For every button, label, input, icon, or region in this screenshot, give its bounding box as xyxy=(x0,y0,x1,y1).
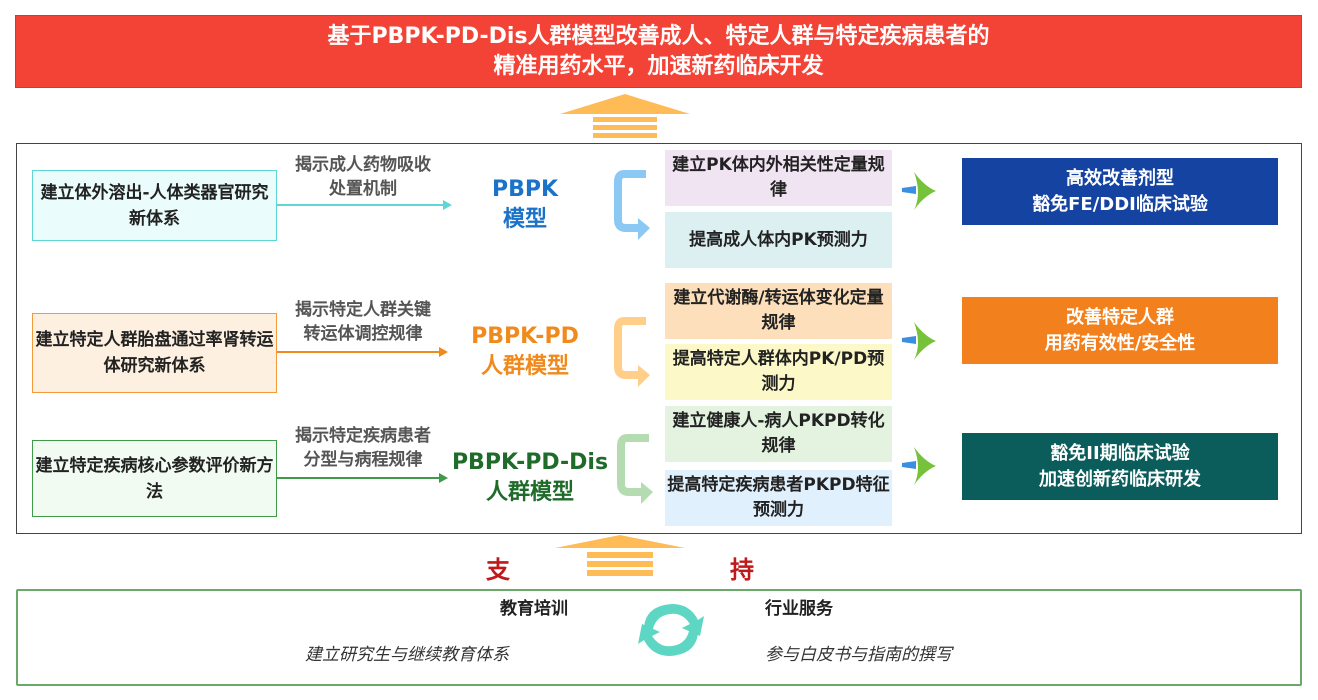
education-title: 教育培训 xyxy=(500,599,568,619)
step-box: 提高特定人群体内PK/PD预测力 xyxy=(665,344,892,400)
outcome-line: 用药有效性/安全性 xyxy=(1044,332,1196,354)
model-line: 人群模型 xyxy=(480,354,569,379)
model-line: PBPK-PD-Dis xyxy=(451,450,609,475)
input-box-special-population: 建立特定人群胎盘通过率肾转运体研究新体系 xyxy=(32,313,277,393)
step-box: 提高成人体内PK预测力 xyxy=(665,212,892,268)
input-text: 建立特定人群胎盘通过率肾转运体研究新体系 xyxy=(35,330,274,376)
banner-line-2: 精准用药水平，加速新药临床开发 xyxy=(493,54,824,79)
step-box: 建立健康人-病人PKPD转化规律 xyxy=(665,406,892,462)
support-label-right: 持 xyxy=(730,556,754,584)
step-text: 提高成人体内PK预测力 xyxy=(689,229,868,250)
goal-banner: 基于PBPK-PD-Dis人群模型改善成人、特定人群与特定疾病患者的 精准用药水… xyxy=(15,15,1302,88)
mechanism-line: 揭示特定疾病患者 xyxy=(295,426,431,446)
framework-box xyxy=(16,143,1302,534)
arrow-right-icon xyxy=(277,200,452,210)
model-line: 模型 xyxy=(502,207,547,232)
outcome-line: 豁免II期临床试验 xyxy=(1050,442,1190,464)
chevron-arrow-icon xyxy=(902,322,936,360)
model-line: PBPK xyxy=(491,177,559,202)
outcome-line: 高效改善剂型 xyxy=(1066,167,1174,189)
service-title: 行业服务 xyxy=(765,599,833,619)
support-box xyxy=(16,589,1302,686)
cycle-icon xyxy=(638,604,704,656)
support-label-left: 支 xyxy=(486,556,510,584)
curved-arrow-icon xyxy=(617,434,653,504)
chevron-arrow-icon xyxy=(902,447,936,485)
step-box: 建立PK体内外相关性定量规律 xyxy=(665,150,892,206)
step-text: 建立健康人-病人PKPD转化规律 xyxy=(672,411,885,456)
model-line: PBPK-PD xyxy=(471,324,579,349)
step-text: 提高特定人群体内PK/PD预测力 xyxy=(672,349,885,394)
mechanism-special-population: 揭示特定人群关键转运体调控规律 xyxy=(278,298,448,346)
model-line: 人群模型 xyxy=(485,480,574,505)
outcome-line: 豁免FE/DDI临床试验 xyxy=(1032,193,1208,215)
curved-arrow-icon xyxy=(614,170,650,240)
mechanism-line: 处置机制 xyxy=(329,179,397,199)
mechanism-adult: 揭示成人药物吸收处置机制 xyxy=(278,153,448,201)
outcome-box-adult: 高效改善剂型豁免FE/DDI临床试验 xyxy=(962,158,1278,225)
model-pbpk-pd: PBPK-PD 人群模型 xyxy=(450,322,600,382)
mechanism-line: 分型与病程规律 xyxy=(303,450,423,470)
outcome-line: 加速创新药临床研发 xyxy=(1039,468,1201,490)
input-text: 建立体外溶出-人体类器官研究新体系 xyxy=(40,182,269,229)
outcome-line: 改善特定人群 xyxy=(1065,306,1174,328)
model-pbpk-pd-dis: PBPK-PD-Dis 人群模型 xyxy=(430,448,630,508)
mechanism-line: 揭示特定人群关键 xyxy=(295,300,431,320)
outcome-box-special-population: 改善特定人群用药有效性/安全性 xyxy=(962,297,1278,364)
step-text: 建立PK体内外相关性定量规律 xyxy=(672,155,885,200)
curved-arrow-icon xyxy=(614,317,650,387)
service-description: 参与白皮书与指南的撰写 xyxy=(765,645,952,665)
arrow-right-icon xyxy=(277,347,448,357)
up-arrow-top-icon xyxy=(560,94,690,138)
step-text: 提高特定疾病患者PKPD特征预测力 xyxy=(667,475,890,520)
step-box: 提高特定疾病患者PKPD特征预测力 xyxy=(665,470,892,526)
input-box-disease: 建立特定疾病核心参数评价新方法 xyxy=(32,440,277,517)
mechanism-line: 转运体调控规律 xyxy=(303,324,423,344)
banner-line-1: 基于PBPK-PD-Dis人群模型改善成人、特定人群与特定疾病患者的 xyxy=(327,24,990,49)
up-arrow-support-icon xyxy=(555,535,685,576)
input-text: 建立特定疾病核心参数评价新方法 xyxy=(35,455,274,502)
mechanism-disease: 揭示特定疾病患者分型与病程规律 xyxy=(278,424,448,472)
step-text: 建立代谢酶/转运体变化定量规律 xyxy=(673,288,884,333)
mechanism-line: 揭示成人药物吸收 xyxy=(295,155,431,175)
step-box: 建立代谢酶/转运体变化定量规律 xyxy=(665,283,892,339)
outcome-box-disease: 豁免II期临床试验加速创新药临床研发 xyxy=(962,433,1278,500)
arrow-right-icon xyxy=(277,473,448,483)
model-pbpk: PBPK 模型 xyxy=(450,175,600,235)
chevron-arrow-icon xyxy=(902,172,936,210)
education-description: 建立研究生与继续教育体系 xyxy=(305,645,509,665)
input-box-adult: 建立体外溶出-人体类器官研究新体系 xyxy=(32,170,277,241)
